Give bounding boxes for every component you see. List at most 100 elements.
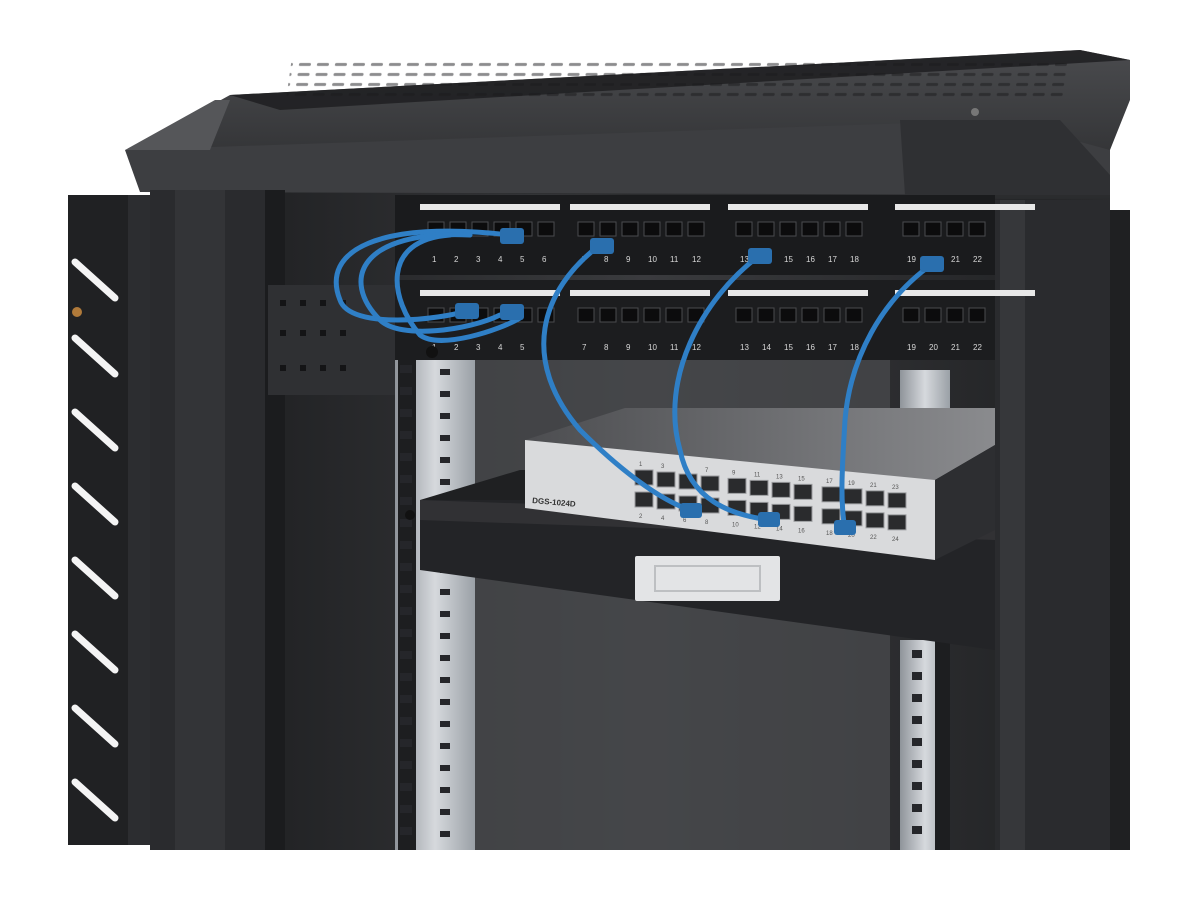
switch-port-number: 17: [826, 479, 833, 485]
switch-port: [865, 512, 885, 529]
port-number: 18: [850, 343, 859, 352]
patch-port: [599, 307, 617, 323]
patch-port: [823, 307, 841, 323]
port-number: 22: [973, 343, 982, 352]
switch-port-number: 9: [732, 470, 736, 476]
port-number: 11: [670, 343, 679, 352]
rail-hole: [400, 563, 412, 571]
port-label-strip: [420, 204, 560, 210]
port-label-strip: [728, 290, 868, 296]
patch-port: [687, 221, 705, 237]
rail-hole: [912, 738, 922, 746]
port-number: 2: [454, 255, 459, 264]
rail-hole: [912, 672, 922, 680]
rail-hole: [440, 457, 450, 463]
patch-port: [845, 307, 863, 323]
port-number: 1: [432, 255, 437, 264]
rail-hole: [400, 673, 412, 681]
rail-hole: [912, 826, 922, 834]
port-number: 12: [692, 343, 701, 352]
port-number: 3: [476, 255, 481, 264]
rail-hole: [400, 365, 412, 373]
patch-port: [845, 221, 863, 237]
cable-bracket: [268, 285, 398, 395]
port-number: 15: [784, 343, 793, 352]
switch-port-number: 10: [732, 522, 739, 528]
port-number: 8: [604, 255, 609, 264]
switch-port-number: 21: [870, 483, 877, 489]
port-number: 9: [626, 255, 631, 264]
patch-port: [902, 307, 920, 323]
port-number: 15: [784, 255, 793, 264]
port-number: 3: [476, 343, 481, 352]
rail-hole: [400, 761, 412, 769]
switch-port-number: 24: [892, 537, 899, 543]
switch-port: [821, 486, 841, 503]
door-vents: [71, 258, 119, 822]
patch-port: [735, 221, 753, 237]
port-number: 19: [907, 343, 916, 352]
switch-port: [865, 490, 885, 507]
port-number: 10: [648, 255, 657, 264]
rail-hole: [440, 677, 450, 683]
patch-port: [779, 307, 797, 323]
door-hinge-icon: [72, 307, 82, 317]
patch-port: [643, 221, 661, 237]
rail-hole: [440, 787, 450, 793]
patch-port: [801, 221, 819, 237]
shelf-label-plate: [635, 556, 780, 601]
switch-port-number: 6: [683, 518, 687, 524]
rail-hole: [440, 831, 450, 837]
port-label-strip: [728, 204, 868, 210]
rail-hole: [440, 743, 450, 749]
rail-hole: [400, 409, 412, 417]
rail-hole: [400, 695, 412, 703]
rail-hole: [440, 435, 450, 441]
rail-hole: [912, 694, 922, 702]
rail-hole: [400, 805, 412, 813]
rail-hole: [440, 721, 450, 727]
port-number: 5: [520, 343, 525, 352]
patch-port: [537, 221, 555, 237]
switch-port-number: 2: [639, 514, 643, 520]
switch-port: [887, 492, 907, 509]
port-number: 6: [542, 255, 547, 264]
patch-port: [968, 221, 986, 237]
rail-hole: [440, 479, 450, 485]
port-number: 11: [670, 255, 679, 264]
port-number: 13: [740, 343, 749, 352]
switch-port: [793, 483, 813, 500]
port-number: 20: [929, 343, 938, 352]
switch-port: [727, 477, 747, 494]
switch-port-number: 18: [826, 531, 833, 537]
patch-port: [757, 307, 775, 323]
rail-hole: [400, 475, 412, 483]
mounting-rail-right: [900, 370, 950, 850]
switch-port: [887, 514, 907, 531]
switch-port: [771, 481, 791, 498]
rail-hole: [440, 633, 450, 639]
port-number: 4: [498, 255, 503, 264]
rail-hole: [440, 589, 450, 595]
port-label-strip: [570, 204, 710, 210]
rail-hole: [440, 655, 450, 661]
patch-cables: [333, 228, 938, 533]
port-number: 17: [828, 343, 837, 352]
patch-port: [621, 307, 639, 323]
port-number: 2: [454, 343, 459, 352]
port-number: 10: [648, 343, 657, 352]
rail-hole: [400, 541, 412, 549]
port-number: 7: [582, 343, 587, 352]
port-number: 4: [498, 343, 503, 352]
rail-hole: [400, 783, 412, 791]
switch-port-number: 13: [776, 474, 783, 480]
switch-port-number: 22: [870, 535, 877, 541]
screw-icon: [426, 346, 438, 358]
port-number: 16: [806, 343, 815, 352]
rail-hole: [912, 716, 922, 724]
rail-hole: [440, 765, 450, 771]
patch-port: [946, 307, 964, 323]
port-number: 14: [762, 343, 771, 352]
port-number: 17: [828, 255, 837, 264]
port-number: 12: [692, 255, 701, 264]
